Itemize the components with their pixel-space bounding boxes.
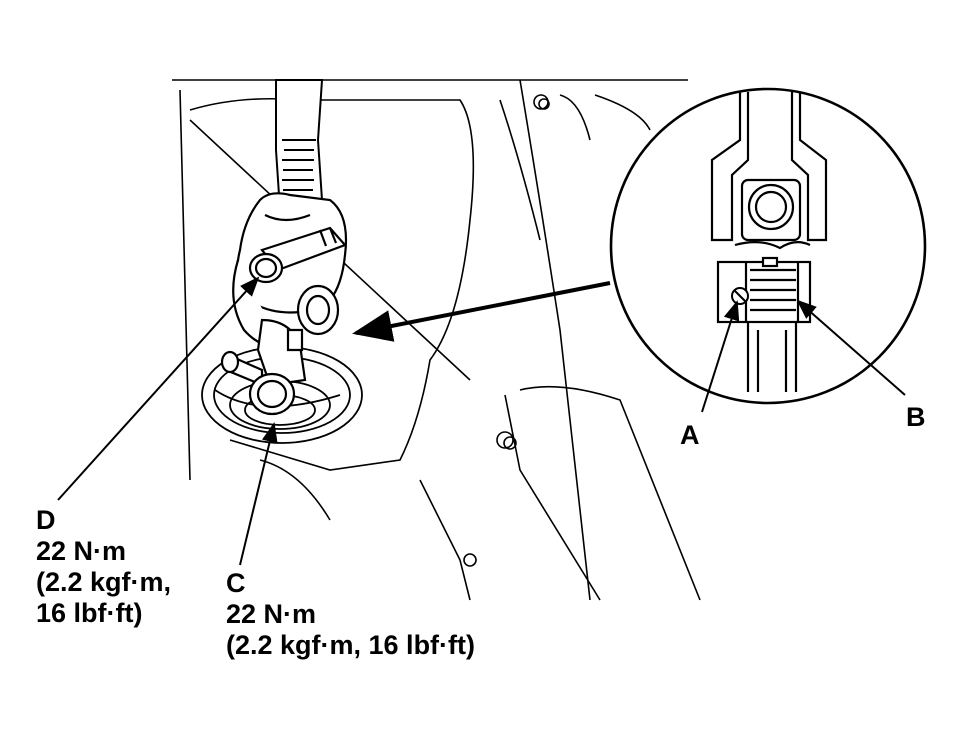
panel-holes	[463, 94, 550, 567]
label-d-letter: D	[36, 505, 56, 535]
label-c: C 22 N·m (2.2 kgf·m, 16 lbf·ft)	[226, 568, 475, 661]
bolt-d	[248, 226, 347, 284]
steering-shaft	[275, 79, 324, 211]
label-c-torque: 22 N·m	[226, 599, 317, 629]
label-d-conversion-2: 16 lbf·ft)	[36, 598, 143, 628]
label-a-letter: A	[680, 420, 700, 450]
bolt-c	[220, 350, 296, 416]
leader-b	[796, 299, 906, 396]
label-d-conversion-1: (2.2 kgf·m,	[36, 567, 172, 597]
label-d: D 22 N·m (2.2 kgf·m, 16 lbf·ft)	[36, 505, 171, 629]
label-d-torque: 22 N·m	[36, 536, 127, 566]
label-b: B	[906, 402, 926, 433]
label-c-conversion: (2.2 kgf·m, 16 lbf·ft)	[226, 630, 476, 660]
detail-bolt-a	[731, 287, 749, 305]
label-a: A	[680, 420, 700, 451]
label-b-letter: B	[906, 402, 926, 432]
detail-circle	[609, 87, 927, 405]
leader-d	[57, 276, 260, 501]
leader-c	[239, 422, 278, 566]
detail-arrow	[352, 281, 611, 342]
label-c-letter: C	[226, 568, 246, 598]
leader-a	[701, 300, 740, 413]
